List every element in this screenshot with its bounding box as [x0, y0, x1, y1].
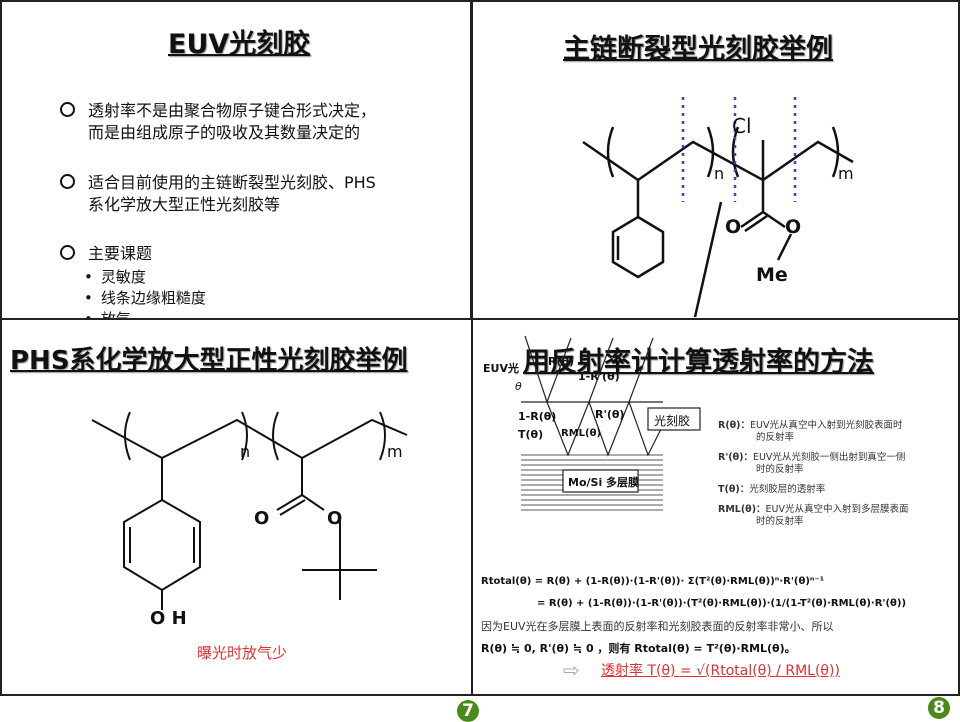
slide-title: PHS系化学放大型正性光刻胶举例: [10, 346, 408, 376]
page-number-left: 7: [457, 700, 479, 722]
circle-bullet-icon: [60, 174, 75, 189]
circle-bullet-icon: [60, 102, 75, 117]
slide-transmittance-method: 用反射率计计算透射率的方法 EUV光 θ R(θ) 1-R'(θ) 1-R(θ)…: [471, 318, 960, 696]
bullet: 主要课题: [60, 243, 152, 265]
slide-euv-resist: EUV光刻胶 透射率不是由聚合物原子键合形式决定，而是由组成原子的吸收及其数量决…: [0, 0, 472, 320]
page-number-right: 8: [928, 697, 950, 719]
slide-title: EUV光刻胶: [168, 29, 311, 60]
equation: Rtotal(θ) = R(θ) + (1-R(θ))·(1-R'(θ))· Σ…: [481, 576, 825, 587]
sub-item: 线条边缘粗糙度: [84, 287, 206, 308]
arrow-right-icon: ⇨: [563, 658, 580, 682]
note: 曝光时放气少: [197, 644, 288, 662]
slide-phs-resist: PHS系化学放大型正性光刻胶举例 n m O O O H 曝光时放气少: [0, 318, 473, 696]
circle-bullet-icon: [60, 245, 75, 260]
equation: = R(θ) + (1-R(θ))·(1-R'(θ))·(T²(θ)·RML(θ…: [537, 598, 907, 609]
sub-item: 放气: [84, 308, 131, 318]
result-formula: 透射率 T(θ) = √(Rtotal(θ) / RML(θ)): [601, 663, 840, 679]
slide-title: 用反射率计计算透射率的方法: [523, 347, 874, 378]
bullet: 透射率不是由聚合物原子键合形式决定，而是由组成原子的吸收及其数量决定的: [60, 100, 376, 144]
structure-diagram: [582, 97, 854, 318]
slide-title: 主链断裂型光刻胶举例: [563, 34, 833, 65]
sub-item: 灵敏度: [84, 266, 146, 287]
structure-diagram: [91, 411, 408, 610]
slide-main-chain-scission: 主链断裂型光刻胶举例 Cl n m O O Me: [471, 0, 960, 320]
legend: R(θ)：EUV光从真空中入射到光刻胶表面时的反射率 R'(θ)：EUV光从光刻…: [718, 420, 909, 527]
reflection-diagram: [521, 335, 701, 511]
